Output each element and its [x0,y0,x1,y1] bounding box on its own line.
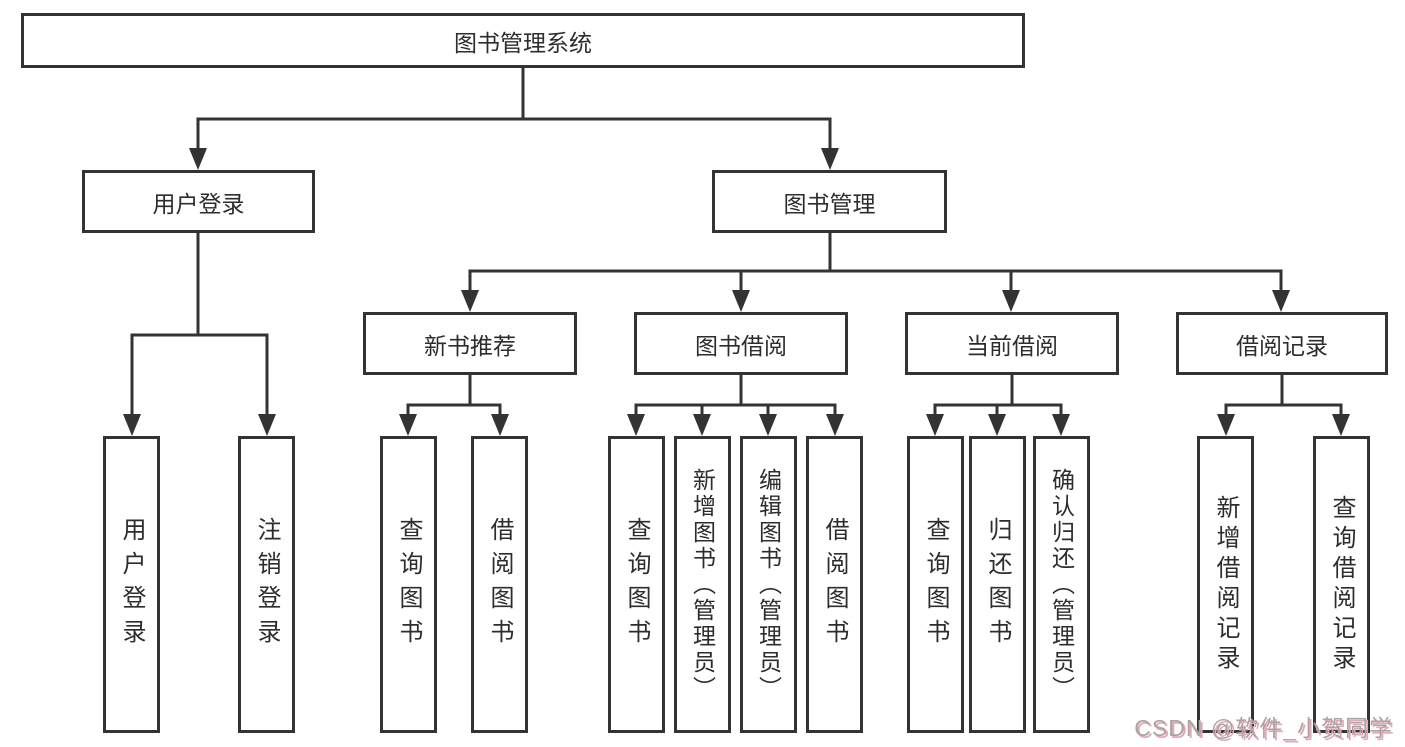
connector-lines [130,66,1343,418]
leaf-borrow-books: 借阅图书 [806,436,863,733]
leaf-borrow-books-recommend: 借阅图书 [471,436,528,733]
node-new-book-recommendation: 新书推荐 [363,312,577,375]
leaf-edit-books-admin: 编辑图书（管理员） [740,436,797,733]
leaf-return-books: 归还图书 [969,436,1026,733]
node-book-management: 图书管理 [712,170,947,233]
leaf-query-books-recommend: 查询图书 [380,436,437,733]
leaf-add-borrow-record: 新增借阅记录 [1197,436,1254,733]
leaf-logout: 注销登录 [238,436,295,733]
csdn-watermark: CSDN @软件_小贺同学 [1134,715,1393,741]
leaf-add-books-admin: 新增图书（管理员） [674,436,731,733]
node-book-borrowing: 图书借阅 [634,312,848,375]
leaf-query-books-current: 查询图书 [907,436,964,733]
leaf-query-borrow-record: 查询借阅记录 [1313,436,1370,733]
node-user-login: 用户登录 [82,170,315,233]
node-current-borrowing: 当前借阅 [905,312,1119,375]
leaf-query-books-borrow: 查询图书 [608,436,665,733]
node-root-system: 图书管理系统 [21,13,1025,68]
leaf-confirm-return-admin: 确认归还（管理员） [1033,436,1090,733]
leaf-user-login: 用户登录 [103,436,160,733]
arrowheads [123,148,1350,436]
node-borrowing-records: 借阅记录 [1176,312,1388,375]
